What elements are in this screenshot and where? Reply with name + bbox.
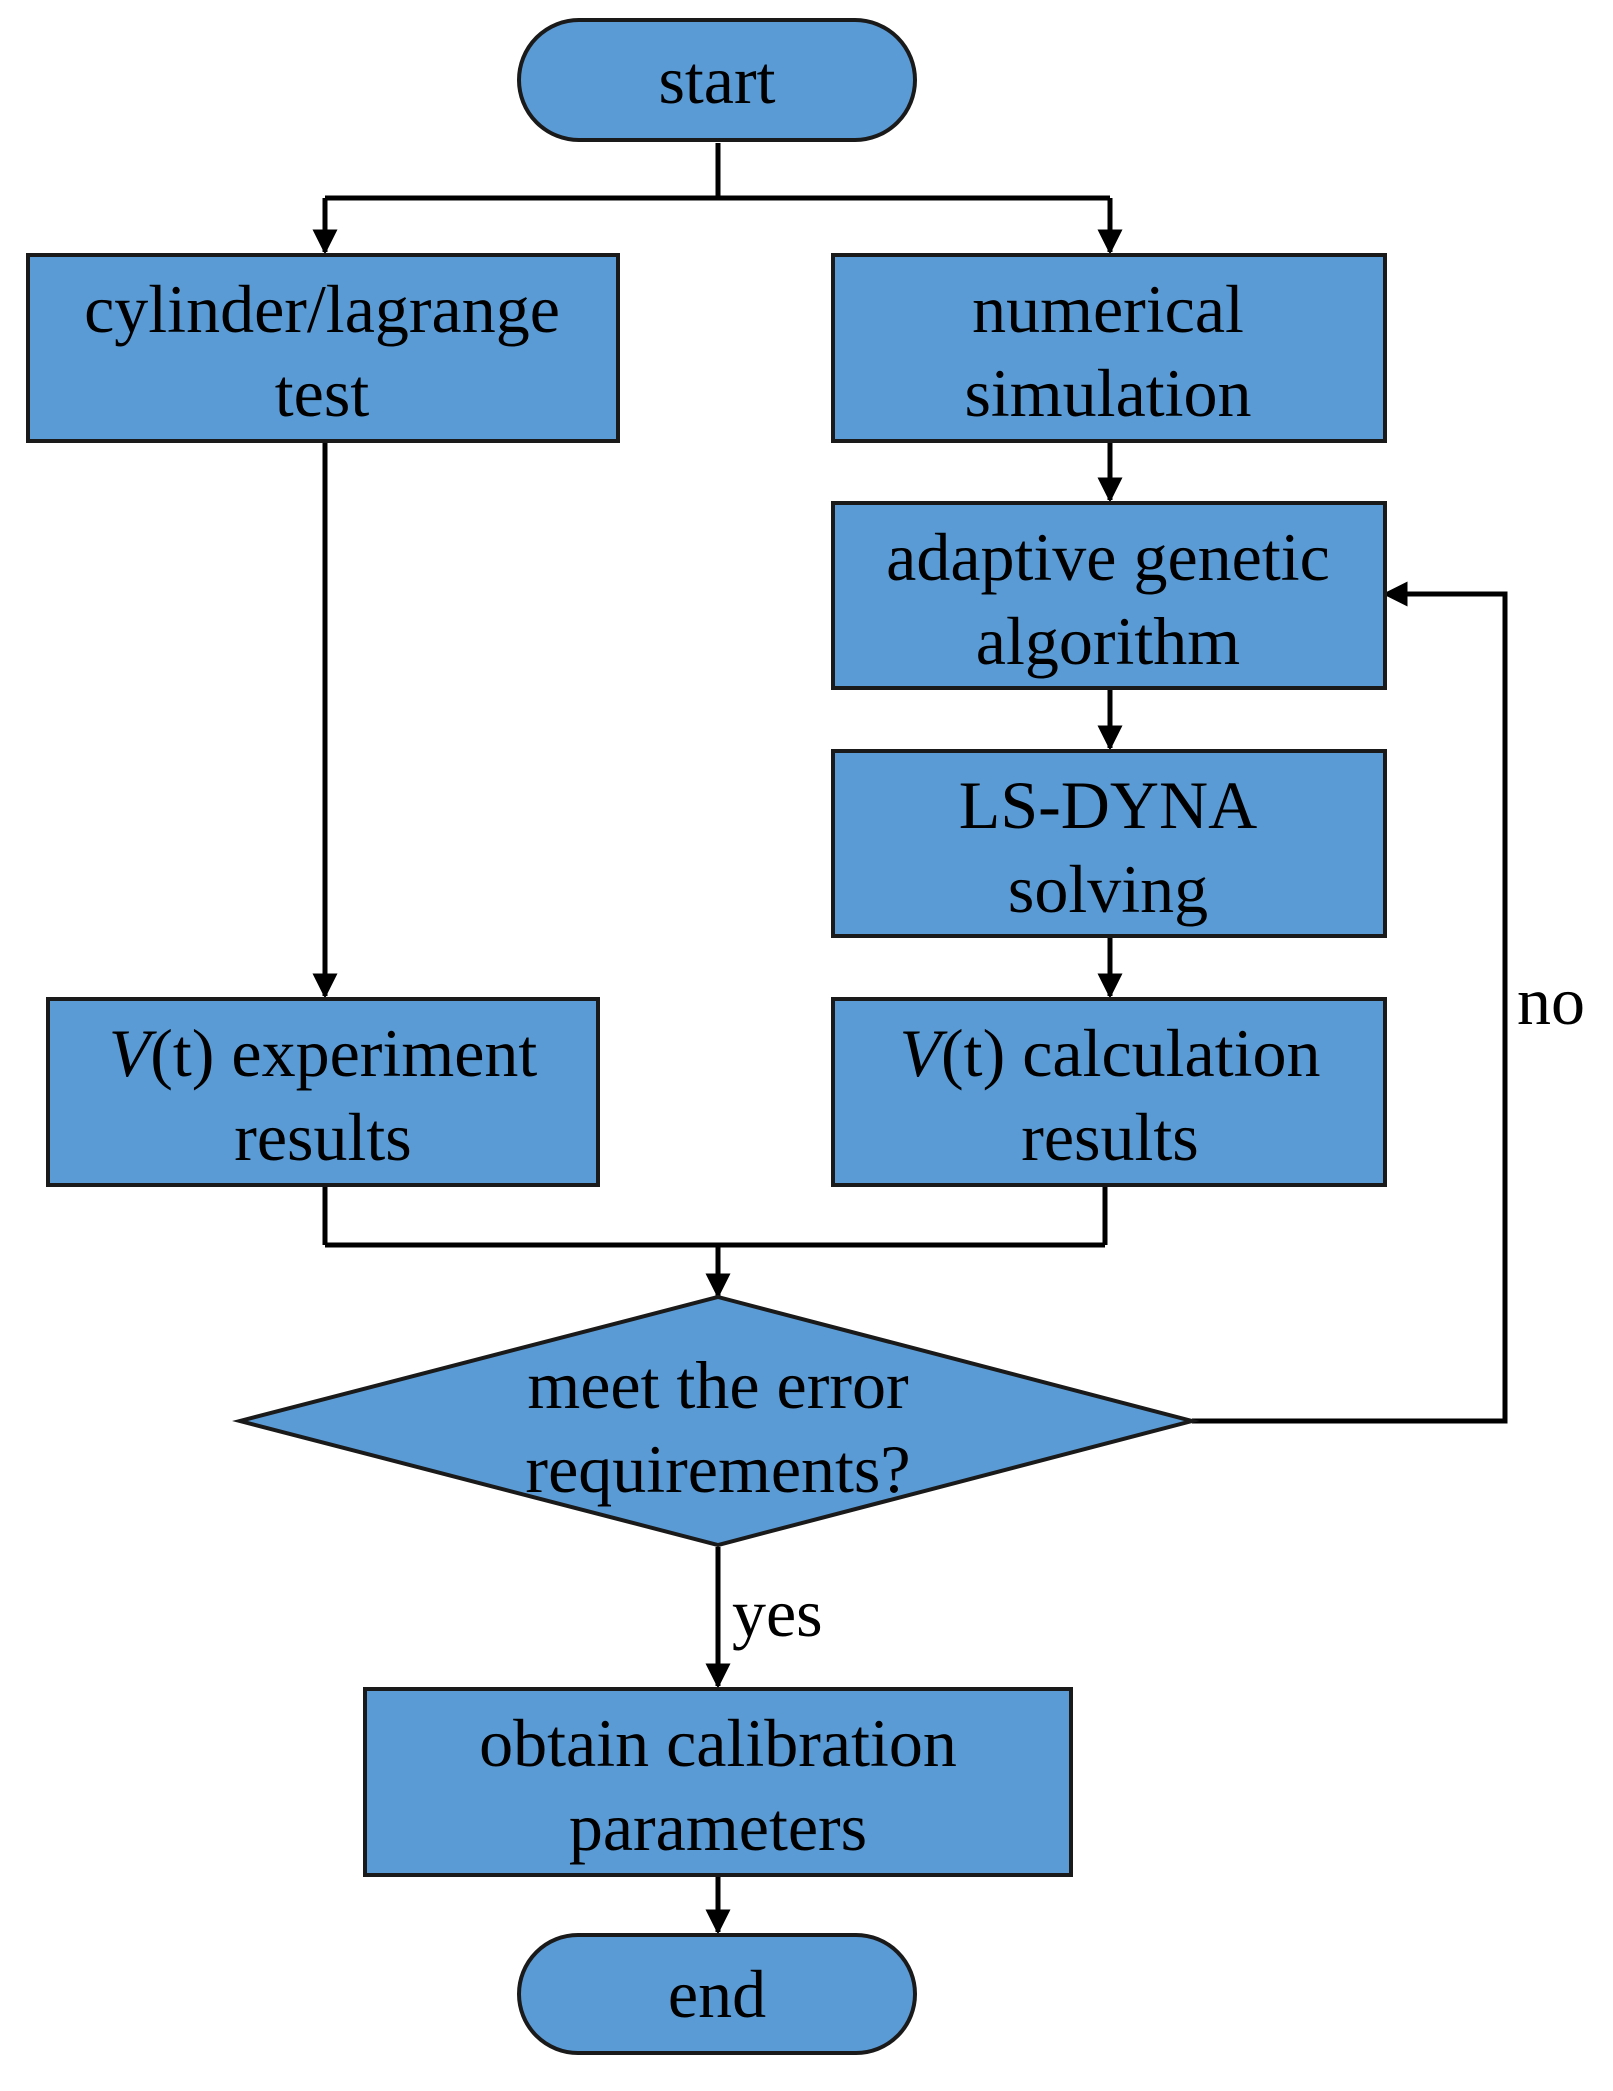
edges bbox=[312, 143, 1508, 1935]
numerical-simulation-node: numerical simulation bbox=[831, 253, 1387, 443]
obtain-line-2: parameters bbox=[569, 1789, 867, 1865]
vt-calculation-results-node: V(t) calculation results bbox=[831, 997, 1387, 1187]
obtain-calibration-parameters-node: obtain calibration parameters bbox=[363, 1687, 1073, 1877]
ls-dyna-solving-node: LS-DYNA solving bbox=[831, 749, 1387, 938]
vt-experiment-results-node: V(t) experiment results bbox=[46, 997, 600, 1187]
no-label: no bbox=[1517, 963, 1585, 1039]
decision-node: meet the error requirements? bbox=[232, 1294, 1200, 1548]
lsdyna-line-2: solving bbox=[1008, 851, 1208, 927]
vt-calculation-line-2: results bbox=[1021, 1099, 1199, 1175]
start-node: start bbox=[517, 18, 917, 142]
end-label: end bbox=[668, 1956, 766, 2032]
end-node: end bbox=[517, 1933, 917, 2055]
edge-no-loop bbox=[1192, 581, 1508, 1424]
vt-calculation-rest: (t) calculation bbox=[941, 1015, 1320, 1091]
adaptive-line-2: algorithm bbox=[976, 603, 1240, 679]
cylinder-lagrange-test-node: cylinder/lagrange test bbox=[26, 253, 620, 443]
vt-calculation-variable: V bbox=[899, 1015, 948, 1091]
cylinder-line-2: test bbox=[275, 355, 370, 431]
adaptive-line-1: adaptive genetic bbox=[886, 519, 1330, 595]
adaptive-genetic-algorithm-node: adaptive genetic algorithm bbox=[831, 501, 1387, 690]
cylinder-line-1: cylinder/lagrange bbox=[84, 271, 560, 347]
vt-experiment-line-1: V(t) experiment bbox=[109, 1015, 538, 1091]
obtain-line-1: obtain calibration bbox=[479, 1705, 957, 1781]
vt-experiment-variable: V bbox=[109, 1015, 158, 1091]
vt-experiment-rest: (t) experiment bbox=[150, 1015, 537, 1091]
numerical-line-2: simulation bbox=[964, 355, 1251, 431]
decision-line-2: requirements? bbox=[525, 1431, 910, 1507]
vt-experiment-line-2: results bbox=[234, 1099, 412, 1175]
decision-line-1: meet the error bbox=[527, 1347, 909, 1423]
lsdyna-line-1: LS-DYNA bbox=[959, 767, 1257, 843]
start-label: start bbox=[658, 42, 775, 118]
yes-label: yes bbox=[732, 1575, 823, 1651]
vt-calculation-line-1: V(t) calculation bbox=[899, 1015, 1320, 1091]
numerical-line-1: numerical bbox=[972, 271, 1244, 347]
